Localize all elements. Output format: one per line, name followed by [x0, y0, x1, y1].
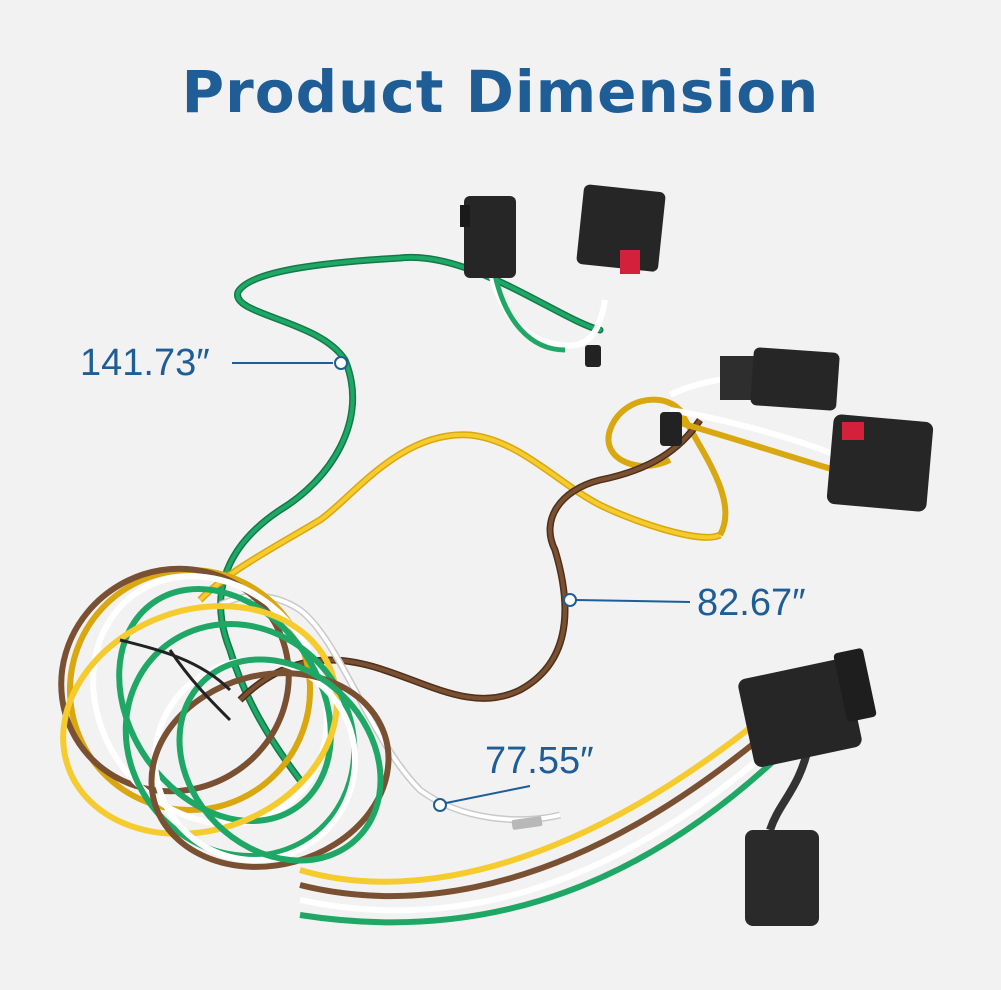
page-title: Product Dimension	[181, 58, 820, 126]
four-pin-flat-connector	[738, 648, 877, 926]
right-connector-pair	[660, 347, 934, 512]
dimension-label-brown: 82.67″	[697, 582, 806, 624]
brown-wire	[237, 418, 703, 703]
dimension-leaders	[232, 356, 691, 812]
top-connector-pair	[460, 184, 666, 367]
wire-coil-bundle	[58, 565, 392, 870]
dimension-label-green: 141.73″	[80, 342, 210, 384]
dimension-label-white: 77.55″	[485, 740, 594, 782]
terminal-tip	[511, 816, 543, 830]
yellow-wire	[197, 396, 729, 603]
four-wire-harness	[299, 717, 783, 926]
